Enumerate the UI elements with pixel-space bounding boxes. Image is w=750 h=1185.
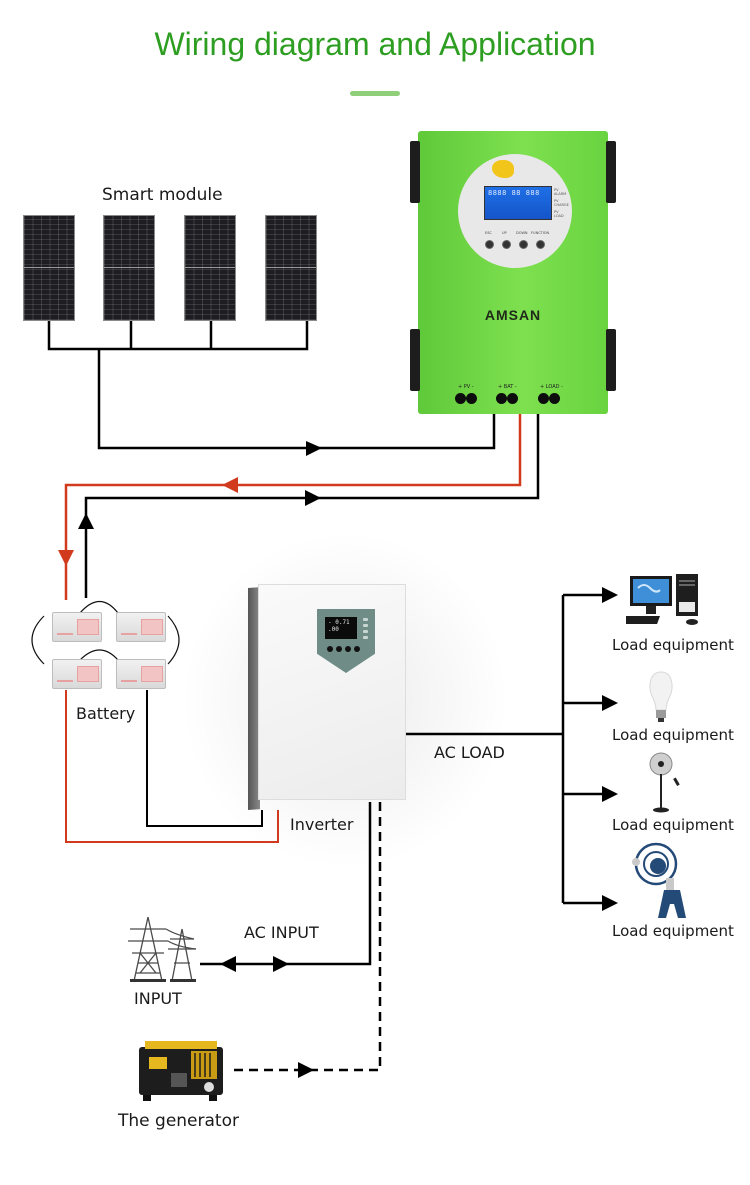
- industrial-fan-icon: [632, 842, 686, 918]
- arrow-left-red: [222, 477, 238, 493]
- inverter-lcd: - 0.71 .00: [325, 617, 357, 639]
- battery-icon: [116, 659, 166, 689]
- load-terminal-pos: [538, 393, 549, 404]
- generator-wire: [230, 802, 382, 1072]
- battery-icon: [116, 612, 166, 642]
- status-led: [363, 636, 368, 639]
- computer-icon: [626, 574, 698, 625]
- indicator-label: PV CHARGE: [554, 199, 569, 207]
- inverter-button[interactable]: [336, 646, 342, 652]
- indicator-label: PV ALARM: [554, 188, 567, 196]
- battery-jumpers: [31, 600, 180, 665]
- bat-terminal-pos: [496, 393, 507, 404]
- button-label: UP: [502, 231, 507, 235]
- load-label: Load equipment: [612, 922, 734, 940]
- mount-bracket: [410, 141, 420, 203]
- arrow-load-3: [602, 786, 618, 802]
- solar-wire: [47, 320, 496, 450]
- terminal-label: + PV -: [458, 384, 474, 390]
- ac-input-label: AC INPUT: [244, 923, 319, 942]
- light-bulb-icon: [649, 671, 673, 722]
- button-label: DOWN: [516, 231, 528, 235]
- inverter-control-panel: - 0.71 .00: [317, 609, 375, 673]
- mount-bracket: [410, 329, 420, 391]
- ac-load-wire: [405, 593, 602, 905]
- inverter-negative-wire: [146, 690, 263, 827]
- solar-panel-icon: [23, 215, 75, 321]
- solar-panel-icon: [103, 215, 155, 321]
- solar-panel-icon: [184, 215, 236, 321]
- arrow-load-4: [602, 895, 618, 911]
- down-button[interactable]: [519, 240, 528, 249]
- pv-terminal-neg: [466, 393, 477, 404]
- load-label: Load equipment: [612, 726, 734, 744]
- inverter-button[interactable]: [327, 646, 333, 652]
- inverter-lcd-readout: - 0.71 .00: [328, 619, 350, 633]
- arrow-up-black: [78, 513, 94, 529]
- battery-label: Battery: [76, 704, 136, 723]
- charge-controller: 8888 88 888 PV ALARM PV CHARGE PV LOAD E…: [410, 131, 616, 414]
- bat-terminal-neg: [507, 393, 518, 404]
- controller-brand: AMSAN: [484, 307, 542, 323]
- up-button[interactable]: [502, 240, 511, 249]
- solar-label: Smart module: [102, 185, 223, 205]
- status-led: [363, 618, 368, 621]
- function-button[interactable]: [536, 240, 545, 249]
- arrow-right-solar: [306, 441, 322, 456]
- input-label: INPUT: [134, 989, 182, 1008]
- solar-to-controller-wire: [97, 349, 496, 450]
- ac-input-wire: [200, 802, 372, 966]
- inverter-label: Inverter: [290, 815, 354, 834]
- generator-label: The generator: [118, 1111, 239, 1131]
- mount-bracket: [606, 141, 616, 203]
- arrow-load-1: [602, 587, 618, 603]
- indicator-label: PV LOAD: [554, 210, 564, 218]
- load-label: Load equipment: [612, 816, 734, 834]
- inverter-positive-wire: [65, 690, 279, 843]
- esc-button[interactable]: [485, 240, 494, 249]
- arrow-right-acinput: [273, 956, 289, 972]
- arrow-down-red: [58, 550, 74, 566]
- inverter-button[interactable]: [345, 646, 351, 652]
- brand-logo-icon: [492, 160, 514, 178]
- arrow-left-acinput: [220, 956, 236, 972]
- load-label: Load equipment: [612, 636, 734, 654]
- button-label: FUNCTION: [531, 231, 550, 235]
- solar-panel-icon: [265, 215, 317, 321]
- standing-fan-icon: [649, 752, 680, 813]
- inverter-button[interactable]: [354, 646, 360, 652]
- load-terminal-neg: [549, 393, 560, 404]
- terminal-label: + LOAD -: [540, 384, 563, 390]
- controller-lcd: 8888 88 888: [484, 186, 552, 220]
- mount-bracket: [606, 329, 616, 391]
- arrow-right-black: [305, 490, 321, 506]
- terminal-label: + BAT -: [498, 384, 517, 390]
- battery-icon: [52, 612, 102, 642]
- arrow-right-generator: [298, 1062, 314, 1078]
- inverter-front: - 0.71 .00: [258, 584, 406, 800]
- page-title: Wiring diagram and Application: [154, 26, 596, 62]
- pv-terminal-pos: [455, 393, 466, 404]
- solar-bus-wire: [47, 320, 309, 351]
- status-led: [363, 630, 368, 633]
- status-led: [363, 624, 368, 627]
- arrow-load-2: [602, 695, 618, 711]
- lcd-readout: 8888 88 888: [488, 189, 540, 197]
- battery-icon: [52, 659, 102, 689]
- ac-load-label: AC LOAD: [434, 743, 505, 762]
- inverter: - 0.71 .00: [248, 584, 406, 810]
- battery-positive-wire: [64, 410, 522, 600]
- button-label: ESC: [485, 231, 492, 235]
- generator-icon: [139, 1041, 223, 1101]
- title-underline: [350, 91, 400, 96]
- controller-faceplate: 8888 88 888 PV ALARM PV CHARGE PV LOAD E…: [458, 154, 572, 268]
- power-tower-icon: [128, 916, 197, 982]
